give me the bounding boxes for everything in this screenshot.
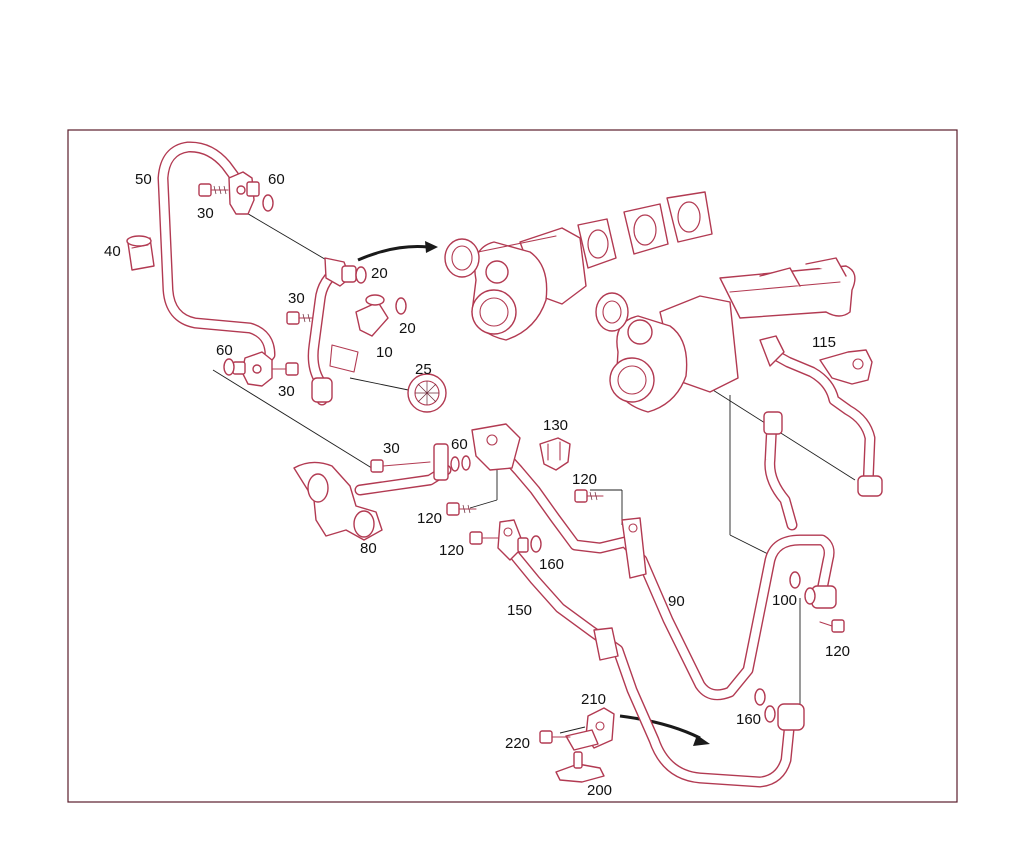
hose-10 [307,257,407,406]
bolt-30-top [198,183,229,197]
bolt-120-d [819,619,845,633]
callout-130: 130 [543,417,568,434]
bracket-210 [565,707,615,751]
callout-120-a: 120 [417,510,442,527]
callout-10: 10 [376,344,393,361]
bolt-220 [539,730,571,744]
callout-60-left: 60 [216,342,233,359]
callout-40: 40 [104,243,121,260]
leader-lines [212,204,856,734]
bolt-30-mid [286,311,317,325]
bolt-120-a [446,502,477,516]
callout-80: 80 [360,540,377,557]
callout-160-upper: 160 [539,556,564,573]
filter-25 [407,373,447,413]
flow-arrows [357,241,710,746]
bolt-120-c [574,489,604,503]
pipe-90 [471,423,837,701]
clamp-200 [555,751,605,783]
bolt-30-low [271,362,299,376]
callout-100: 100 [772,592,797,609]
pipe-50 [157,141,276,387]
callouts: 50 60 30 40 20 30 20 10 60 30 25 115 130… [104,171,850,799]
callout-25: 25 [415,361,432,378]
callout-60-center: 60 [451,436,468,453]
callout-30-center: 30 [383,440,400,457]
bolt-120-b [469,531,499,545]
callout-200: 200 [587,782,612,799]
callout-30-top: 30 [197,205,214,222]
callout-60-top: 60 [268,171,285,188]
callout-90: 90 [668,593,685,610]
callout-50: 50 [135,171,152,188]
pipe-150 [497,519,805,788]
turbocharger-left [444,191,713,341]
callout-120-d: 120 [825,643,850,660]
callout-20-upper: 20 [371,265,388,282]
bushing-40 [126,235,155,271]
callout-115: 115 [812,334,836,351]
callout-150: 150 [507,602,532,619]
callout-220: 220 [505,735,530,752]
diagram-frame [67,129,958,803]
callout-20-lower: 20 [399,320,416,337]
connector-80 [293,443,471,541]
pipe-115 [759,335,883,531]
callout-120-b: 120 [439,542,464,559]
callout-160-lower: 160 [736,711,761,728]
callout-30-mid: 30 [288,290,305,307]
callout-120-c: 120 [572,471,597,488]
turbocharger-right [595,257,856,413]
gasket-60-top [223,194,274,376]
callout-30-low: 30 [278,383,295,400]
clip-130 [539,437,571,471]
callout-210: 210 [581,691,606,708]
